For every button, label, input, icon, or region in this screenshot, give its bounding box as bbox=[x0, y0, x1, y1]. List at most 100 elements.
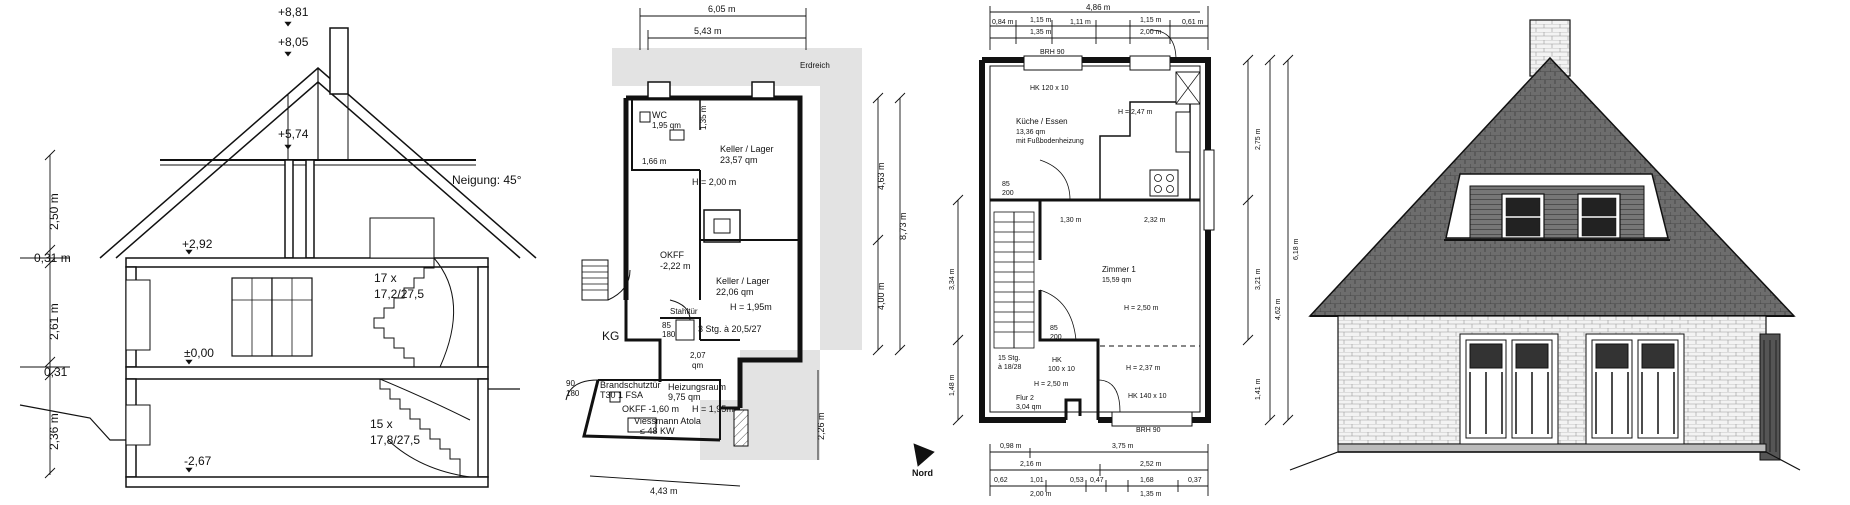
gf-bot-375: 3,75 m bbox=[1112, 443, 1134, 450]
keller2-height: H = 1,95m bbox=[730, 302, 772, 312]
kitchen-name: Küche / Essen bbox=[1016, 117, 1068, 126]
gf-bot-216: 2,16 m bbox=[1020, 461, 1042, 468]
gf-dim-141: 1,41 m bbox=[1255, 378, 1262, 400]
stairs-lower-rise: 17,8/27,5 bbox=[370, 433, 420, 447]
north-arrow-icon bbox=[913, 443, 935, 467]
level-574: +5,74 bbox=[278, 127, 309, 141]
door-180b: 180 bbox=[566, 389, 580, 398]
boiler-power: ≤ 48 KW bbox=[640, 426, 675, 436]
gf-bot-037: 0,37 bbox=[1188, 477, 1202, 484]
basement-dim-226: 2,26 m bbox=[816, 412, 826, 440]
gf-dim-148: 1,48 m bbox=[949, 374, 956, 396]
stairs-upper-count: 17 x bbox=[374, 271, 397, 285]
flur-area: 3,04 qm bbox=[1016, 404, 1041, 411]
gf-dim-321: 3,21 m bbox=[1255, 268, 1262, 290]
stahltuer-label: Stahltür bbox=[670, 307, 698, 316]
gf-dim-232: 2,32 m bbox=[1144, 217, 1166, 224]
basement-dim-873: 8,73 m bbox=[898, 212, 908, 240]
door-a-200: 200 bbox=[1002, 190, 1014, 197]
dim-261: 2,61 m bbox=[47, 303, 61, 340]
zimmer-name: Zimmer 1 bbox=[1102, 265, 1136, 274]
level-292: +2,92 bbox=[182, 237, 213, 251]
gf-bot-047: 0,47 bbox=[1090, 477, 1104, 484]
boiler-label: Viessmann Atola bbox=[634, 416, 701, 426]
keller2-area: 22,06 qm bbox=[716, 287, 754, 297]
small-room-unit: qm bbox=[692, 361, 703, 370]
door-180: 180 bbox=[662, 330, 676, 339]
brh-bottom: BRH 90 bbox=[1136, 427, 1161, 434]
upper-slab bbox=[125, 257, 489, 268]
gf-dim-115b: 1,15 m bbox=[1140, 17, 1162, 24]
gf-bot-062: 0,62 bbox=[994, 477, 1008, 484]
dim-250: 2,50 m bbox=[47, 193, 61, 230]
basement-plan bbox=[565, 8, 906, 487]
roof-pitch-label: Neigung: 45° bbox=[452, 173, 522, 187]
door-a-85: 85 bbox=[1002, 181, 1010, 188]
chimney bbox=[329, 27, 349, 95]
gf-dim-462: 4,62 m bbox=[1275, 298, 1282, 320]
brandschutz-rating: T30 1 FSA bbox=[600, 390, 643, 400]
gf-dim-115a: 1,15 m bbox=[1030, 17, 1052, 24]
basement-slab bbox=[125, 476, 489, 488]
level-805: +8,05 bbox=[278, 35, 309, 49]
small-room-area: 2,07 bbox=[690, 351, 706, 360]
elevation-window-left bbox=[1459, 333, 1559, 445]
ground-slab bbox=[125, 366, 489, 380]
kitchen-area: 13,36 qm bbox=[1016, 129, 1045, 136]
basement-stairs-label: 3 Stg. à 20,5/27 bbox=[698, 324, 762, 334]
dim-031-lower: 0,31 bbox=[44, 365, 68, 379]
level-881: +8,81 bbox=[278, 5, 309, 19]
gf-stairs-rise: à 18/28 bbox=[998, 364, 1021, 371]
gf-bot-252: 2,52 m bbox=[1140, 461, 1162, 468]
elevation-window-right bbox=[1585, 333, 1685, 445]
flur-height: H = 2,50 m bbox=[1034, 381, 1069, 388]
kg-label: KG bbox=[602, 329, 619, 343]
keller2-name: Keller / Lager bbox=[716, 276, 770, 286]
heizung-area: 9,75 qm bbox=[668, 392, 701, 402]
gf-stairs-count: 15 Stg. bbox=[998, 355, 1020, 362]
wc-area: 1,95 qm bbox=[652, 121, 681, 130]
brandschutz-label: Brandschutztür bbox=[600, 380, 661, 390]
heizung-height: H = 1,95m bbox=[692, 404, 734, 414]
dim-166: 1,66 m bbox=[642, 157, 667, 166]
gf-dim-111: 1,11 m bbox=[1070, 19, 1091, 26]
basement-dim-400: 4,00 m bbox=[876, 282, 886, 310]
gf-bot-053: 0,53 bbox=[1070, 477, 1084, 484]
brh-top: BRH 90 bbox=[1040, 49, 1065, 56]
dim-236: 2,36 m bbox=[47, 413, 61, 450]
dim-031-upper: 0,31 m bbox=[34, 251, 71, 265]
gf-bot-200: 2,00 m bbox=[1030, 491, 1052, 498]
door-85: 85 bbox=[662, 321, 671, 330]
elevation-plinth bbox=[1337, 443, 1767, 453]
gf-dim-275: 2,75 m bbox=[1255, 128, 1262, 150]
gf-width-486: 4,86 m bbox=[1086, 3, 1111, 12]
gf-dim-618: 6,18 m bbox=[1293, 238, 1300, 260]
door-b-200: 200 bbox=[1050, 334, 1062, 341]
keller1-area: 23,57 qm bbox=[720, 155, 758, 165]
wc-label: WC bbox=[652, 110, 667, 120]
kitchen-note: mit Fußbodenheizung bbox=[1016, 138, 1084, 145]
level-267: -2,67 bbox=[184, 454, 212, 468]
hk-side: HK bbox=[1052, 357, 1062, 364]
ground-floor-plan bbox=[913, 6, 1294, 496]
hk-bottom: HK 140 x 10 bbox=[1128, 393, 1167, 400]
gf-dim-334: 3,34 m bbox=[949, 268, 956, 290]
gf-dim-084: 0,84 m bbox=[992, 19, 1014, 26]
ground-stairs bbox=[993, 211, 1035, 349]
keller1-height: H = 2,00 m bbox=[692, 177, 736, 187]
stairs-upper-rise: 17,2/27,5 bbox=[374, 287, 424, 301]
erdreich-label: Erdreich bbox=[800, 61, 830, 70]
level-000: ±0,00 bbox=[184, 346, 214, 360]
door-90: 90 bbox=[566, 379, 575, 388]
gf-dim-130: 1,30 m bbox=[1060, 217, 1082, 224]
zimmer-area: 15,59 qm bbox=[1102, 277, 1131, 284]
zimmer-height2: H = 2,37 m bbox=[1126, 365, 1161, 372]
flur-name: Flur 2 bbox=[1016, 395, 1034, 402]
gf-bot-135: 1,35 m bbox=[1140, 491, 1162, 498]
gf-bot-101: 1,01 bbox=[1030, 477, 1044, 484]
elevation-drawing bbox=[1289, 19, 1801, 471]
stair-lower bbox=[379, 378, 471, 478]
stairs-lower-count: 15 x bbox=[370, 417, 393, 431]
